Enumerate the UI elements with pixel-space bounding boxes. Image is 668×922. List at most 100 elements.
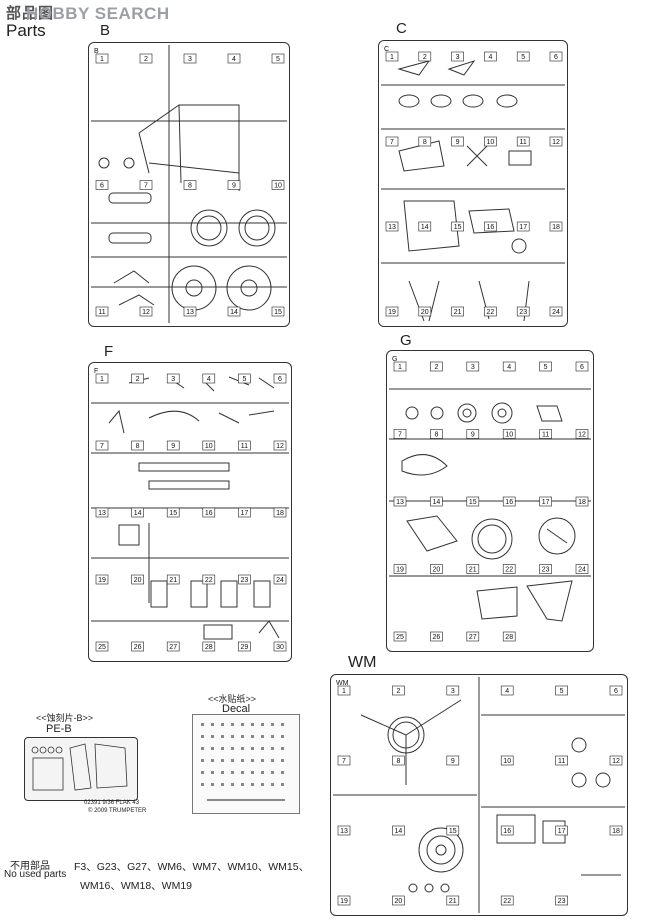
svg-text:11: 11 (98, 309, 105, 316)
pe-title-cn: <<蚀刻片-B>> (36, 713, 94, 723)
part-number-wm-5: 5 (555, 685, 568, 696)
part-number-c-18: 18 (549, 221, 563, 232)
part-number-b-10: 10 (271, 180, 285, 190)
svg-text:27: 27 (469, 634, 477, 641)
part-number-c-7: 7 (385, 136, 399, 147)
svg-text:6: 6 (278, 376, 282, 383)
part-number-wm-12: 12 (609, 755, 623, 766)
part-number-g-15: 15 (466, 496, 480, 507)
svg-text:23: 23 (542, 567, 550, 574)
sprue-corner-tag-g: G (392, 356, 397, 363)
svg-text:15: 15 (469, 499, 477, 506)
pe-code: 02391 9/36 FLAK 43 (84, 800, 140, 806)
part-number-wm-19: 19 (337, 895, 351, 906)
part-number-g-23: 23 (539, 564, 552, 574)
svg-text:26: 26 (433, 634, 441, 641)
part-number-c-10: 10 (484, 136, 497, 147)
page-title-cn: 部品图 (6, 5, 55, 22)
svg-text:11: 11 (542, 432, 549, 439)
svg-text:16: 16 (503, 828, 511, 835)
svg-text:22: 22 (505, 567, 513, 574)
part-number-b-14: 14 (227, 306, 241, 317)
part-number-c-3: 3 (451, 51, 464, 62)
svg-text:13: 13 (98, 510, 106, 517)
part-number-wm-11: 11 (555, 755, 568, 766)
part-number-b-8: 8 (183, 180, 197, 190)
svg-text:4: 4 (505, 688, 509, 695)
svg-text:16: 16 (487, 224, 495, 231)
page-title-en: Parts (6, 21, 46, 40)
part-number-b-15: 15 (271, 306, 285, 317)
svg-text:15: 15 (449, 828, 457, 835)
part-number-wm-16: 16 (500, 825, 514, 836)
part-number-b-3: 3 (183, 53, 197, 64)
svg-text:5: 5 (242, 376, 246, 383)
part-number-b-1: 1 (95, 53, 109, 64)
part-number-g-12: 12 (575, 429, 589, 439)
svg-text:1: 1 (398, 364, 402, 371)
sprue-label-wm: WM (348, 654, 377, 671)
part-number-f-24: 24 (273, 574, 287, 585)
svg-text:9: 9 (456, 139, 460, 146)
part-number-f-4: 4 (202, 373, 216, 384)
part-number-f-23: 23 (238, 574, 251, 585)
svg-text:22: 22 (205, 577, 213, 584)
no-used-list-line2: WM16、WM18、WM19 (80, 880, 193, 892)
part-number-f-12: 12 (273, 440, 287, 451)
part-number-g-5: 5 (539, 361, 552, 372)
svg-text:7: 7 (398, 432, 402, 439)
part-number-c-23: 23 (516, 306, 530, 317)
part-number-f-3: 3 (166, 373, 180, 384)
part-number-f-11: 11 (238, 440, 251, 451)
svg-text:13: 13 (340, 828, 348, 835)
svg-text:1: 1 (342, 688, 346, 695)
svg-text:4: 4 (232, 56, 236, 63)
part-number-wm-9: 9 (446, 755, 460, 766)
svg-text:27: 27 (169, 644, 177, 651)
svg-text:18: 18 (612, 828, 620, 835)
svg-text:24: 24 (578, 567, 586, 574)
svg-text:14: 14 (395, 828, 403, 835)
svg-text:10: 10 (505, 432, 513, 439)
svg-text:6: 6 (580, 364, 584, 371)
svg-text:9: 9 (451, 758, 455, 765)
svg-text:23: 23 (241, 577, 249, 584)
svg-text:20: 20 (433, 567, 441, 574)
part-number-b-13: 13 (183, 306, 197, 317)
svg-text:2: 2 (136, 376, 140, 383)
svg-text:6: 6 (554, 54, 558, 61)
svg-text:29: 29 (241, 644, 249, 651)
svg-text:26: 26 (134, 644, 142, 651)
svg-text:8: 8 (434, 432, 438, 439)
part-number-wm-10: 10 (500, 755, 514, 766)
svg-text:28: 28 (205, 644, 213, 651)
svg-text:21: 21 (469, 567, 477, 574)
svg-text:6: 6 (614, 688, 618, 695)
pe-drawing (31, 743, 128, 791)
part-number-wm-6: 6 (609, 685, 623, 696)
part-number-b-5: 5 (271, 53, 285, 64)
svg-text:4: 4 (488, 54, 492, 61)
pe-sheet (24, 737, 138, 801)
part-number-g-22: 22 (502, 564, 516, 574)
part-number-g-26: 26 (430, 631, 443, 642)
svg-text:2: 2 (423, 54, 427, 61)
part-number-g-21: 21 (466, 564, 480, 574)
part-number-c-15: 15 (451, 221, 464, 232)
part-number-f-5: 5 (238, 373, 251, 384)
svg-text:13: 13 (186, 309, 194, 316)
svg-text:24: 24 (276, 577, 284, 584)
svg-text:22: 22 (487, 309, 495, 316)
svg-text:14: 14 (134, 510, 142, 517)
part-number-wm-15: 15 (446, 825, 460, 836)
svg-text:15: 15 (454, 224, 462, 231)
svg-text:25: 25 (396, 634, 404, 641)
svg-text:7: 7 (144, 183, 148, 190)
no-used-label-en: No used parts (4, 869, 67, 880)
svg-text:17: 17 (542, 499, 550, 506)
